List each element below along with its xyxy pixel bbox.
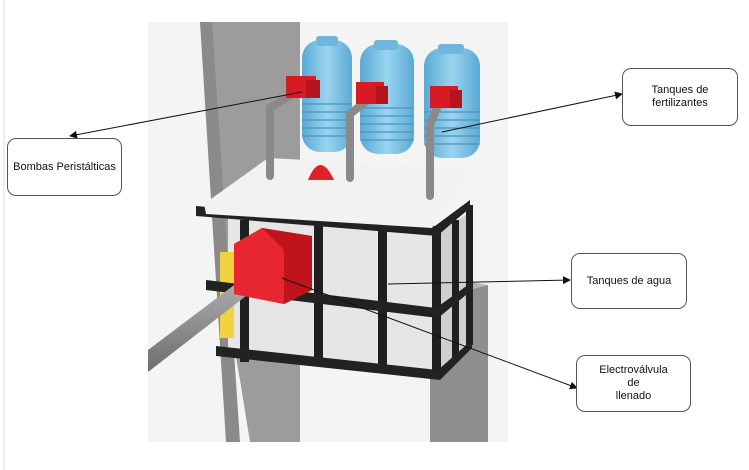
- label-tanques-agua: Tanques de agua: [571, 253, 687, 309]
- red-dome: [308, 165, 334, 180]
- arrow-bombas: [69, 91, 303, 139]
- peristaltic-pumps: [286, 76, 462, 108]
- label-fert-line2: fertilizantes: [652, 97, 708, 109]
- label-electro-line2: de: [627, 377, 640, 389]
- label-electro-line1: Electroválvula: [599, 364, 668, 376]
- label-electrovalvula: Electroválvula de llenado: [576, 355, 691, 412]
- label-electro-line3: llenado: [615, 390, 652, 402]
- arrow-electro: [281, 277, 578, 390]
- bottle-1: [302, 36, 352, 152]
- label-fert-line1: Tanques de: [651, 84, 709, 96]
- label-bombas-text: Bombas Peristálticas: [13, 160, 116, 173]
- arrow-fertilizantes: [441, 91, 623, 133]
- label-agua-text: Tanques de agua: [586, 274, 672, 287]
- arrow-agua: [387, 276, 571, 285]
- electrovalve: [234, 228, 312, 304]
- label-bombas-peristalticas: Bombas Peristálticas: [7, 138, 122, 196]
- annotation-arrows: [69, 91, 623, 390]
- inlet-pipe: [148, 270, 264, 372]
- label-tanques-fertilizantes: Tanques de fertilizantes: [622, 68, 738, 126]
